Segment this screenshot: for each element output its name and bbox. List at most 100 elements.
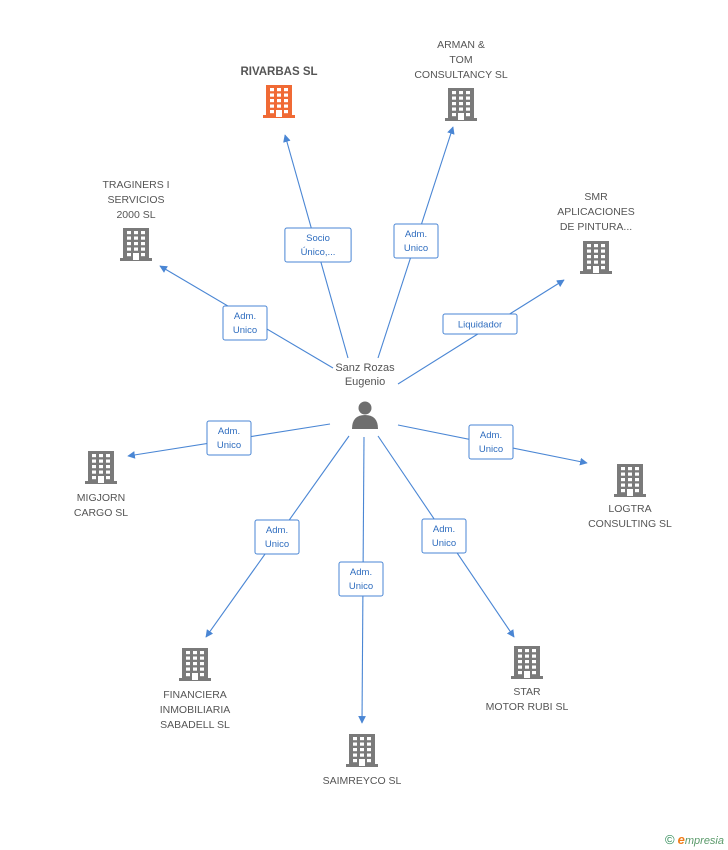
building-icon[interactable] [614, 464, 646, 497]
role-badge-label: Adm. [218, 426, 240, 437]
building-icon[interactable] [511, 646, 543, 679]
person-body [352, 415, 378, 429]
building-window [127, 236, 131, 240]
role-badge-financiera[interactable]: Adm.Unico [254, 519, 300, 555]
building-icon[interactable] [263, 85, 295, 118]
building-icon[interactable] [120, 228, 152, 261]
building-window [99, 465, 103, 469]
role-badge-arman[interactable]: Adm. Unico [393, 223, 439, 259]
building-window [621, 489, 625, 493]
company-name: CONSULTANCY SL [414, 69, 508, 81]
building-window [367, 753, 371, 757]
building-window [270, 88, 274, 92]
role-badge-star[interactable]: Adm.Unico [421, 518, 467, 554]
building-window [594, 249, 598, 253]
company-node-rivarbas[interactable]: RIVARBAS SL [240, 66, 318, 118]
building-window [353, 742, 357, 746]
company-name: CARGO SL [74, 507, 128, 519]
role-badge-label: Liquidador [458, 320, 502, 331]
building-window [601, 260, 605, 264]
role-badge-saimreyco[interactable]: Adm.Unico [338, 561, 384, 597]
building-window [532, 665, 536, 669]
building-icon[interactable] [346, 734, 378, 767]
person-name: Sanz Rozas [335, 362, 395, 374]
building-window [92, 465, 96, 469]
building-window [200, 667, 204, 671]
building-door [359, 759, 365, 766]
role-badge-label: Unico [265, 539, 289, 550]
building-window [127, 247, 131, 251]
building-icon[interactable] [179, 648, 211, 681]
building-window [277, 93, 281, 97]
building-window [360, 748, 364, 752]
building-door [192, 673, 198, 680]
building-window [127, 231, 131, 235]
building-window [466, 102, 470, 106]
role-badge-label: Adm. [234, 311, 256, 322]
building-window [270, 93, 274, 97]
building-window [106, 470, 110, 474]
role-badge-rivarbas[interactable]: SocioÚnico,... [284, 227, 352, 263]
building-window [186, 667, 190, 671]
role-badge-label: Unico [404, 243, 428, 254]
building-door [593, 266, 599, 273]
company-name: SMR [584, 191, 608, 203]
building-window [106, 476, 110, 480]
building-window [587, 249, 591, 253]
building-window [200, 651, 204, 655]
building-window [518, 654, 522, 658]
building-window [353, 748, 357, 752]
building-window [466, 107, 470, 111]
building-window [99, 454, 103, 458]
footer-brand[interactable]: ©empresia [665, 832, 724, 847]
building-window [200, 673, 204, 677]
building-window [186, 651, 190, 655]
building-icon[interactable] [85, 451, 117, 484]
building-window [92, 476, 96, 480]
building-window [518, 671, 522, 675]
role-badge-logtra[interactable]: Adm.Unico [468, 424, 514, 460]
building-window [134, 247, 138, 251]
building-window [532, 671, 536, 675]
building-window [360, 737, 364, 741]
person-name: Eugenio [345, 376, 385, 388]
company-name: LOGTRA [608, 503, 651, 515]
building-window [134, 231, 138, 235]
company-name: SAIMREYCO SL [323, 775, 402, 787]
building-window [92, 459, 96, 463]
building-window [270, 110, 274, 114]
person-head [358, 401, 372, 415]
role-badge-label: Adm. [405, 229, 427, 240]
building-window [459, 91, 463, 95]
role-badge-label: Socio [306, 233, 330, 244]
building-window [452, 91, 456, 95]
building-window [518, 660, 522, 664]
company-node-saimreyco[interactable]: SAIMREYCO SL [323, 734, 402, 787]
building-icon[interactable] [445, 88, 477, 121]
building-door [627, 489, 633, 496]
company-name: SABADELL SL [160, 719, 230, 731]
building-door [276, 110, 282, 117]
role-badge-migjorn[interactable]: Adm.Unico [206, 420, 252, 456]
role-badge-label: Único,... [301, 247, 336, 258]
company-name: 2000 SL [116, 209, 155, 221]
building-window [518, 665, 522, 669]
building-door [133, 253, 139, 260]
building-window [635, 489, 639, 493]
company-name: INMOBILIARIA [160, 704, 231, 716]
role-badge-traginers[interactable]: Adm.Unico [222, 305, 268, 341]
brand-initial: e [677, 832, 685, 847]
role-badge-smr[interactable]: Liquidador [442, 313, 518, 335]
building-window [92, 470, 96, 474]
building-window [525, 654, 529, 658]
building-icon[interactable] [580, 241, 612, 274]
